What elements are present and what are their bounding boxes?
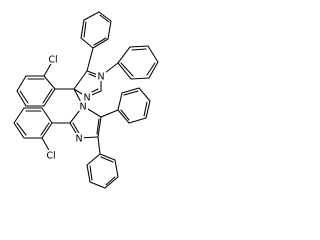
molecule-diagram: N N N N Cl Cl — [0, 0, 164, 192]
phenyl-right-lower — [100, 87, 151, 124]
nitrogen-label: N — [75, 134, 82, 145]
nitrogen-label: N — [79, 102, 86, 113]
label-n-lower-top: N — [78, 101, 88, 113]
nitrogen-label: N — [83, 93, 90, 104]
chlorophenyl-lower — [13, 107, 71, 153]
phenyl-top — [80, 11, 112, 72]
nitrogen-label: N — [97, 72, 104, 83]
structure-drawing: N N N N Cl Cl — [13, 11, 159, 189]
label-cl-lower: Cl — [44, 150, 58, 162]
phenyl-bottom — [86, 136, 119, 189]
label-cl-upper: Cl — [46, 54, 60, 66]
chlorophenyl-upper — [16, 61, 75, 107]
label-n-upper-bottom: N — [82, 92, 92, 104]
chlorine-label: Cl — [48, 55, 57, 66]
label-n-lower-left: N — [74, 133, 84, 145]
phenyl-right-upper — [100, 45, 159, 80]
chlorine-label: Cl — [46, 151, 55, 162]
label-n-upper-right: N — [96, 71, 106, 83]
